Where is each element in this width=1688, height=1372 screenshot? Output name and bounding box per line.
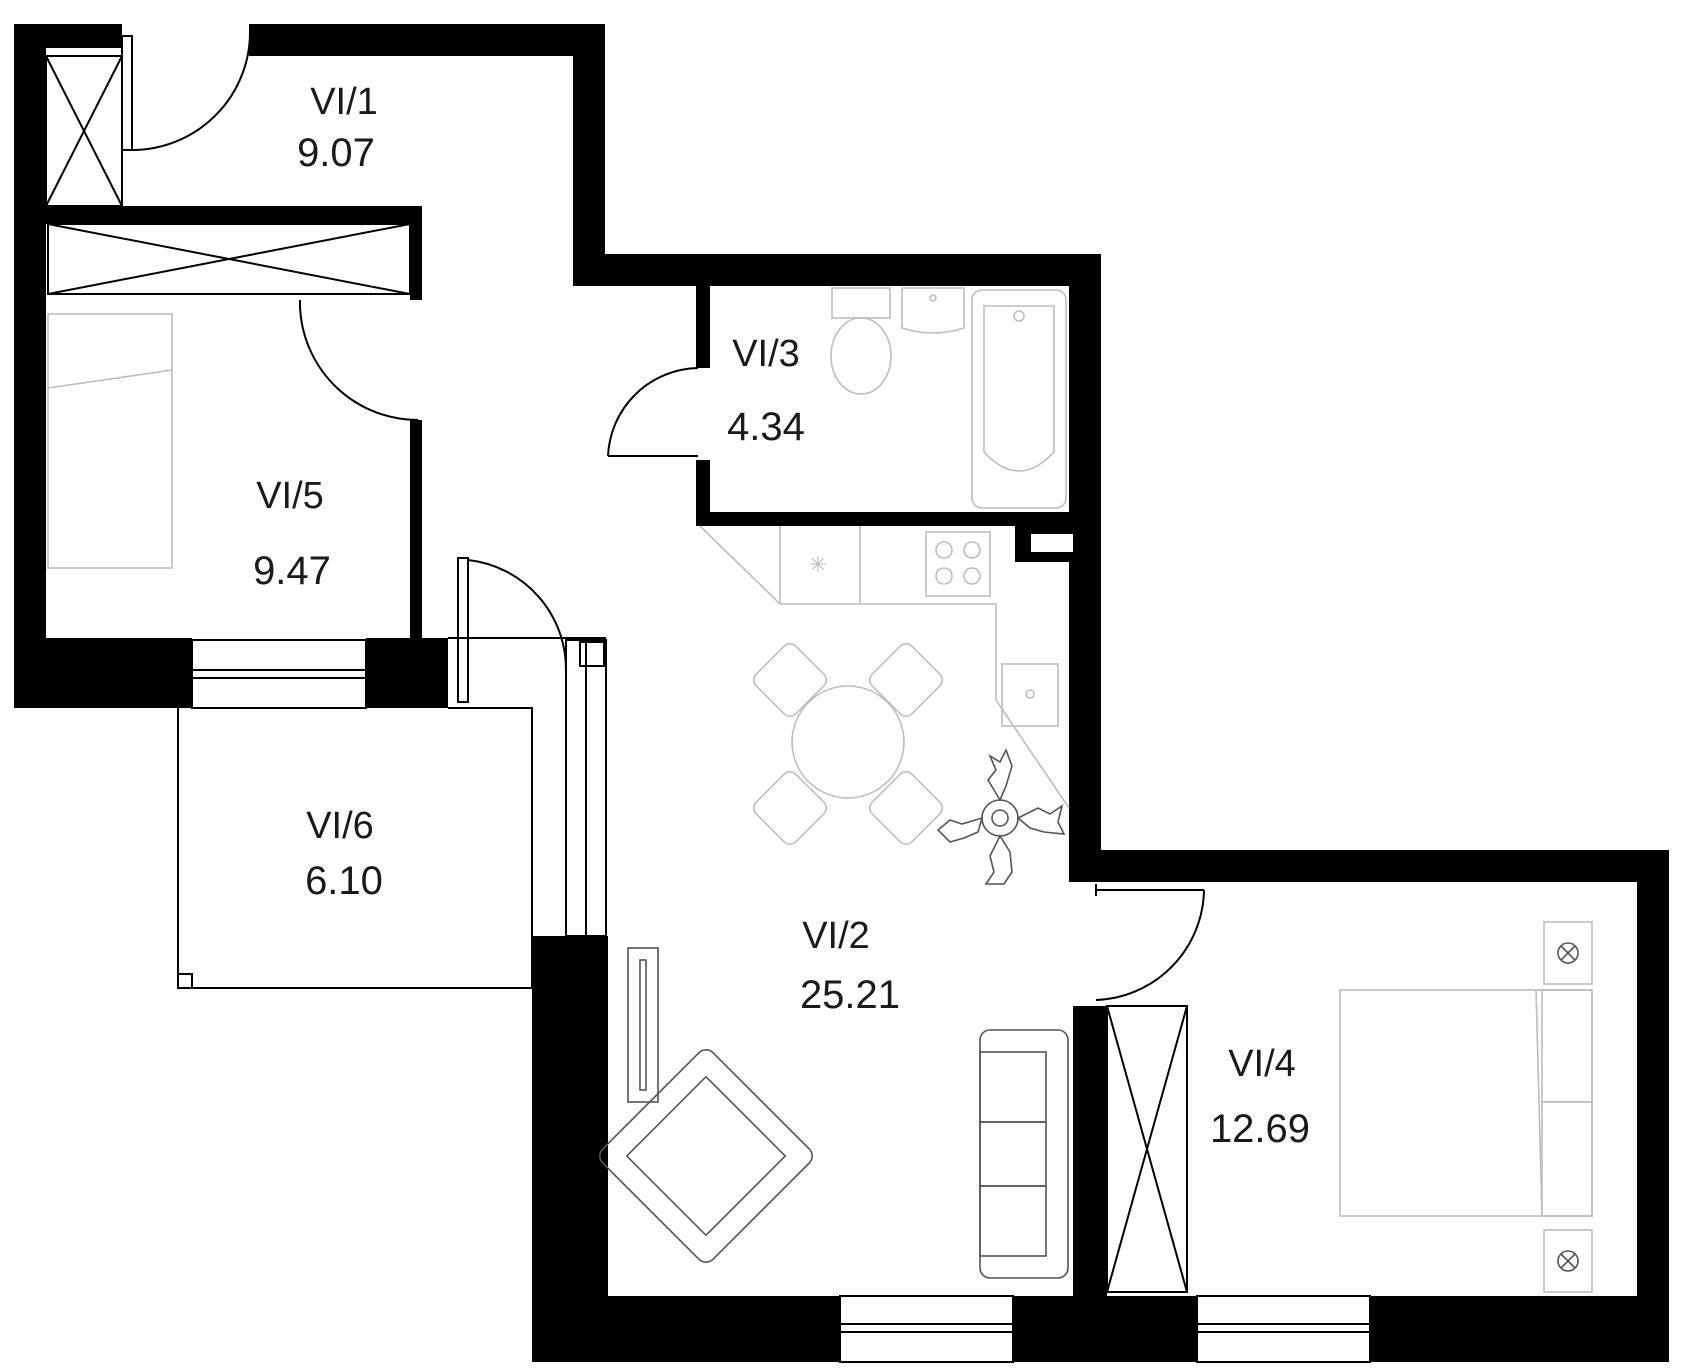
dining-table	[791, 685, 905, 799]
wall-vi5-right	[410, 420, 422, 640]
sofa	[979, 1029, 1069, 1279]
window-vi5	[191, 639, 367, 709]
wall-partition-vi4	[1073, 1006, 1107, 1296]
bed-vi5	[47, 313, 173, 569]
storage	[45, 55, 1188, 1293]
toilet-bowl	[830, 317, 892, 395]
door-entrance-leaf	[121, 35, 133, 151]
door-balcony-swing	[467, 559, 568, 671]
wall-bottom-right	[1370, 1296, 1669, 1362]
window-living	[839, 1295, 1014, 1363]
door-balcony-leaf	[457, 557, 469, 703]
wall-vi5-bottom-mid	[366, 638, 448, 708]
bathtub	[971, 289, 1067, 509]
wall-vi5-top	[46, 206, 422, 224]
furniture: ✳	[47, 287, 1593, 1293]
room-id-vi2: VI/2	[802, 915, 870, 957]
nightstand	[1543, 1229, 1593, 1293]
wall-vi4-right	[1637, 850, 1669, 1362]
door-entrance-swing	[131, 29, 252, 151]
room-area-vi4: 12.69	[1210, 1107, 1310, 1151]
hob	[925, 531, 991, 597]
room-labels: VI/1 9.07 VI/2 25.21 VI/3 4.34 VI/4 12.6…	[253, 81, 1310, 1151]
door-vi4-swing	[1095, 889, 1205, 1001]
wall-step	[573, 254, 1101, 286]
room-id-vi3: VI/3	[732, 333, 800, 375]
wall-bath-bottom	[696, 512, 1073, 526]
dining-chair	[868, 770, 944, 846]
windows	[191, 639, 1371, 1363]
walls	[14, 24, 1669, 1362]
bed-vi4	[1339, 989, 1593, 1217]
room-area-vi6: 6.10	[305, 859, 383, 903]
room-id-vi1: VI/1	[310, 81, 378, 123]
door-vi3-swing	[607, 367, 699, 457]
shaft-void	[1031, 534, 1073, 552]
wall-vi5-bottom-left	[14, 638, 192, 708]
dining-chair	[868, 642, 944, 718]
wall-vi4-top	[1069, 850, 1669, 882]
room-id-vi6: VI/6	[306, 805, 374, 847]
wall-right-upper	[1069, 254, 1101, 882]
wall-left	[14, 24, 46, 704]
wall-bath-left-bottom	[696, 460, 710, 526]
kitchen-hood-mark: ✳	[809, 552, 827, 577]
room-id-vi5: VI/5	[256, 475, 324, 517]
wall-bottom-mid	[1013, 1296, 1197, 1362]
door-vi5-swing	[299, 305, 419, 421]
tv-unit	[627, 947, 659, 1103]
window-bedroom	[1196, 1295, 1371, 1363]
room-area-vi5: 9.47	[253, 549, 331, 593]
washbasin	[901, 287, 965, 334]
plant	[936, 748, 1066, 885]
dining-chair	[752, 642, 828, 718]
wall-hall-right	[573, 24, 605, 286]
wall-top	[250, 24, 605, 56]
room-area-vi1: 9.07	[297, 131, 375, 175]
sink	[1001, 663, 1059, 727]
dining-chair	[752, 770, 828, 846]
wardrobe-vi4	[1106, 1005, 1188, 1293]
wardrobe-vi5	[47, 223, 411, 295]
wardrobe-hall	[45, 55, 123, 207]
wall-vi5-top-end	[410, 206, 422, 300]
toilet-tank	[831, 287, 891, 319]
balcony-vi6	[177, 637, 606, 989]
wall-bath-left-top	[696, 286, 710, 368]
doors	[121, 24, 1205, 1001]
room-area-vi2: 25.21	[800, 973, 900, 1017]
room-area-vi3: 4.34	[727, 405, 805, 449]
nightstand	[1543, 921, 1593, 985]
armchair	[599, 1049, 813, 1263]
room-id-vi4: VI/4	[1228, 1043, 1296, 1085]
wall-living-left	[532, 936, 608, 1362]
kitchen-counter	[699, 525, 1070, 809]
